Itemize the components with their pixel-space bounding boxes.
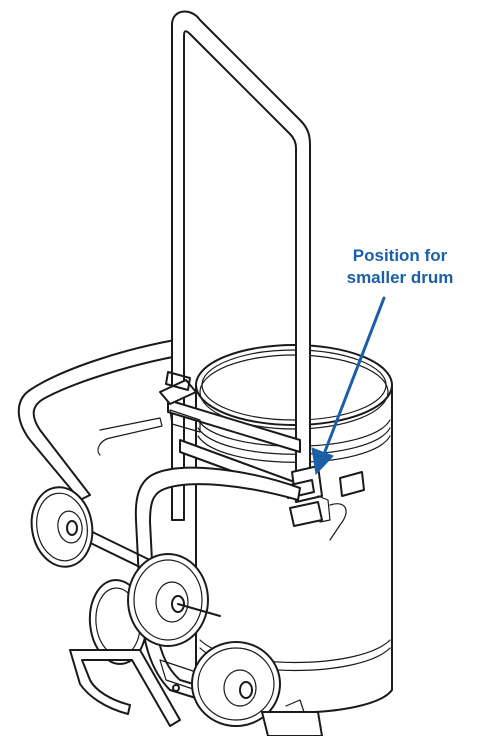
callout-arrow — [311, 296, 386, 476]
rear-frame — [17, 339, 179, 501]
main-handle — [171, 10, 311, 521]
toe-plate — [261, 699, 323, 736]
callout-line-1: Position for — [352, 246, 448, 265]
wheel-front-bottom — [191, 641, 281, 727]
lower-tri-frame — [69, 649, 197, 727]
wheel-rear-left — [30, 486, 94, 568]
callout-label: Position for smaller drum — [330, 245, 470, 289]
callout-line-2: smaller drum — [346, 268, 454, 287]
wheel-front-center — [127, 553, 221, 647]
